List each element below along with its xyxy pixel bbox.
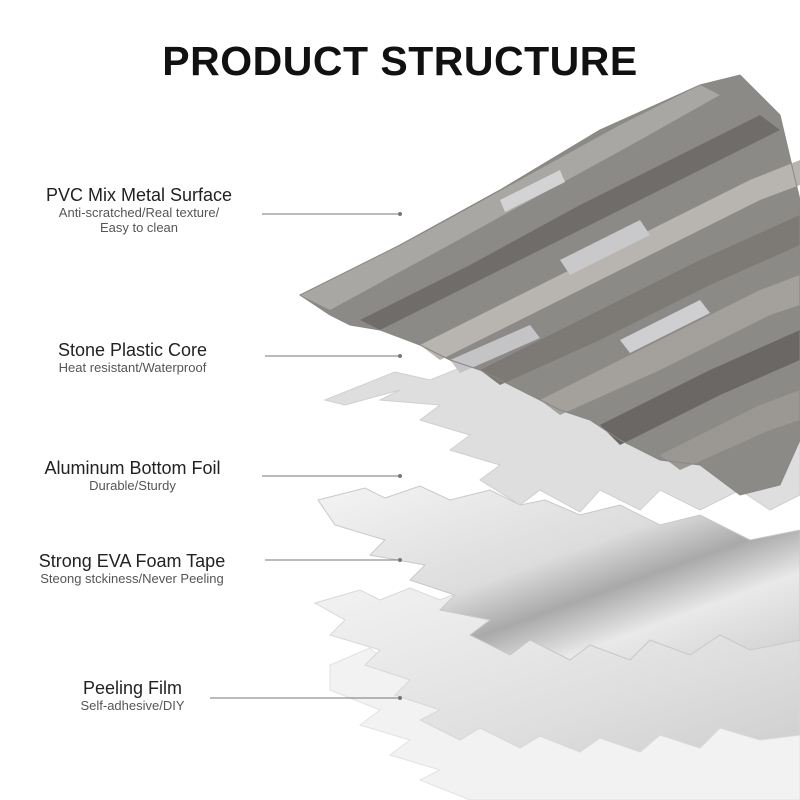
layer-desc: Durable/Sturdy [89,478,176,493]
layer-label-eva-tape: Strong EVA Foam Tape Steong stckiness/Ne… [12,551,252,586]
layer-desc: Self-adhesive/DIY [80,698,185,713]
leader-dot [398,474,402,478]
leader-dot [398,696,402,700]
layer-name: Stone Plastic Core [57,340,208,360]
layer-label-stone-core: Stone Plastic Core Heat resistant/Waterp… [30,340,235,375]
layer-desc: Heat resistant/Waterproof [58,360,207,375]
layer-label-aluminum-foil: Aluminum Bottom Foil Durable/Sturdy [20,458,245,493]
layer-desc: Anti-scratched/Real texture/ [58,205,220,220]
layer-name: PVC Mix Metal Surface [45,185,233,205]
layer-desc: Easy to clean [99,220,179,235]
leader-dot [398,558,402,562]
layer-label-peeling-film: Peeling Film Self-adhesive/DIY [50,678,215,713]
layer-name: Peeling Film [82,678,183,698]
layer-name: Strong EVA Foam Tape [38,551,226,571]
layer-label-pvc-surface: PVC Mix Metal Surface Anti-scratched/Rea… [20,185,258,235]
pvc-surface-layer [299,74,800,496]
aluminum-foil-layer [317,485,800,661]
leader-dot [398,212,402,216]
leader-dot [398,354,402,358]
layer-name: Aluminum Bottom Foil [44,458,221,478]
page-title: PRODUCT STRUCTURE [162,38,638,84]
layer-desc: Steong stckiness/Never Peeling [40,571,224,586]
